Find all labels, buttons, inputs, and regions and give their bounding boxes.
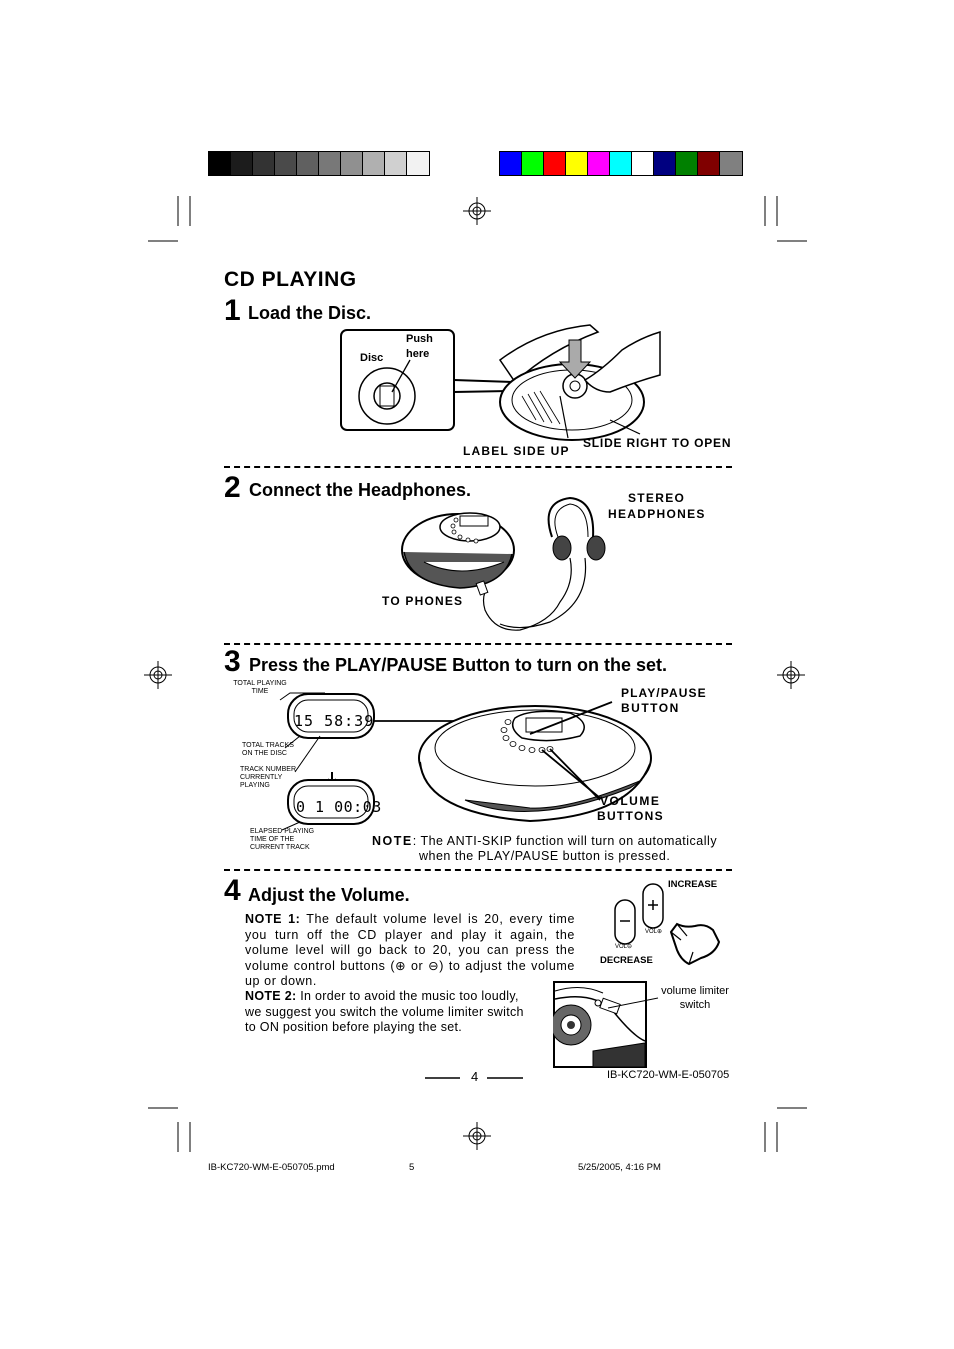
color-swatch bbox=[676, 152, 698, 175]
footer-filename: IB-KC720-WM-E-050705.pmd bbox=[208, 1162, 335, 1173]
increase-label: INCREASE bbox=[668, 879, 718, 890]
page-number: 4 bbox=[471, 1069, 479, 1084]
stereo-label: STEREO bbox=[628, 491, 686, 505]
lcd-display-elapsed: 0 1 00:03 bbox=[296, 798, 382, 816]
vol-minus-label: VOL⊖ bbox=[615, 944, 633, 950]
color-swatch bbox=[588, 152, 610, 175]
gray-swatch bbox=[275, 152, 297, 175]
grayscale-calibration-bar bbox=[208, 151, 430, 176]
step2-title: Connect the Headphones. bbox=[249, 480, 472, 500]
page-number-rules bbox=[425, 1077, 523, 1079]
disc-loading-illustration bbox=[340, 324, 661, 441]
volume-limiter-switch-illustration bbox=[553, 981, 647, 1068]
gray-swatch bbox=[209, 152, 231, 175]
decrease-label: DECREASE bbox=[600, 955, 653, 966]
color-swatch bbox=[500, 152, 522, 175]
footer-date: 5/25/2005, 4:16 PM bbox=[578, 1162, 661, 1173]
note2-text: In order to avoid the music too loudly, … bbox=[245, 989, 524, 1034]
color-swatch bbox=[720, 152, 742, 175]
limiter-leader-line bbox=[607, 997, 659, 1009]
registration-mark-bottom bbox=[463, 1122, 491, 1150]
total-playing-time-label: TOTAL PLAYING TIME bbox=[233, 680, 287, 695]
play-pause-label: PLAY/PAUSE bbox=[621, 686, 707, 700]
color-swatch bbox=[654, 152, 676, 175]
disc-label: Disc bbox=[360, 352, 384, 364]
color-calibration-bar bbox=[499, 151, 743, 176]
step1-title: Load the Disc. bbox=[248, 303, 372, 323]
label-side-up-label: LABEL SIDE UP bbox=[463, 444, 570, 458]
elapsed-time-label: ELAPSED PLAYING TIME OF THE CURRENT TRAC… bbox=[250, 828, 315, 851]
color-swatch bbox=[632, 152, 654, 175]
gray-swatch bbox=[319, 152, 341, 175]
step2-number: 2 bbox=[224, 471, 241, 504]
gray-swatch bbox=[253, 152, 275, 175]
page-title: CD PLAYING bbox=[224, 268, 357, 291]
to-phones-label: TO PHONES bbox=[382, 594, 464, 608]
section-divider bbox=[224, 643, 732, 645]
gray-swatch bbox=[297, 152, 319, 175]
step4-title: Adjust the Volume. bbox=[248, 885, 410, 905]
section-divider bbox=[224, 869, 732, 871]
volume-label: VOLUME bbox=[600, 794, 661, 808]
gray-swatch bbox=[231, 152, 253, 175]
vol-plus-label: VOL⊕ bbox=[645, 929, 663, 935]
display-and-player-illustration bbox=[279, 692, 652, 831]
gray-swatch bbox=[341, 152, 363, 175]
gray-swatch bbox=[385, 152, 407, 175]
gray-swatch bbox=[407, 152, 429, 175]
step3-title: Press the PLAY/PAUSE Button to turn on t… bbox=[249, 655, 668, 675]
headphones-illustration bbox=[401, 496, 606, 631]
slide-right-label: SLIDE RIGHT TO OPEN bbox=[583, 436, 732, 450]
total-tracks-label: TOTAL TRACKS ON THE DISC bbox=[242, 742, 294, 757]
color-swatch bbox=[544, 152, 566, 175]
note2-label: NOTE 2: bbox=[245, 989, 297, 1003]
note-text: : The ANTI-SKIP function will turn on au… bbox=[412, 834, 718, 848]
play-pause-button-label: BUTTON bbox=[621, 701, 680, 715]
push-here-label: Push here bbox=[406, 333, 433, 360]
step4-note1: NOTE 1: The default volume level is 20, … bbox=[245, 912, 575, 990]
color-swatch bbox=[522, 152, 544, 175]
section-divider bbox=[224, 466, 732, 468]
color-swatch bbox=[566, 152, 588, 175]
registration-mark-right bbox=[777, 661, 805, 689]
step1-number: 1 bbox=[224, 294, 241, 327]
registration-mark-left bbox=[144, 661, 172, 689]
document-code: IB-KC720-WM-E-050705 bbox=[607, 1069, 730, 1081]
headphones-label: HEADPHONES bbox=[608, 507, 706, 521]
step4-note2: NOTE 2: In order to avoid the music too … bbox=[245, 989, 535, 1036]
step3-note-line2: when the PLAY/PAUSE button is pressed. bbox=[419, 849, 671, 863]
footer-page: 5 bbox=[409, 1162, 415, 1173]
volume-buttons-illustration bbox=[614, 883, 721, 966]
track-number-label: TRACK NUMBER CURRENTLY PLAYING bbox=[240, 766, 297, 789]
note1-text: The default volume level is 20, every ti… bbox=[245, 912, 575, 988]
registration-mark-top bbox=[463, 197, 491, 225]
note1-label: NOTE 1: bbox=[245, 912, 301, 926]
note-label: NOTE bbox=[372, 834, 413, 848]
volume-buttons-label: BUTTONS bbox=[597, 809, 664, 823]
step3-number: 3 bbox=[224, 645, 241, 678]
step4-number: 4 bbox=[224, 874, 241, 907]
gray-swatch bbox=[363, 152, 385, 175]
color-swatch bbox=[610, 152, 632, 175]
step3-note: NOTE: The ANTI-SKIP function will turn o… bbox=[372, 834, 717, 848]
color-swatch bbox=[698, 152, 720, 175]
volume-limiter-label: volume limiter switch bbox=[661, 985, 729, 1011]
lcd-display-total: 15 58:39 bbox=[294, 712, 375, 730]
